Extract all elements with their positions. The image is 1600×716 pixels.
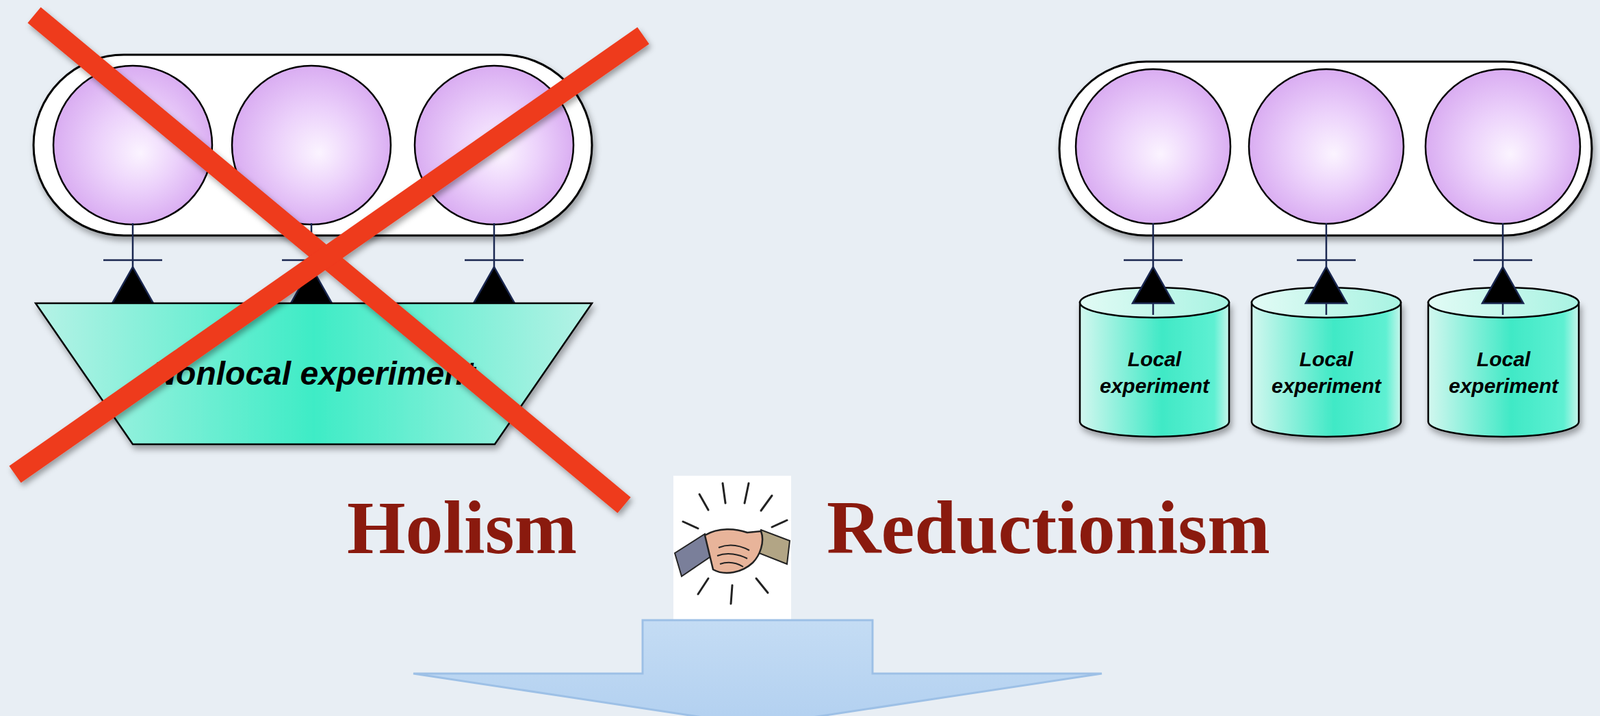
node-label: Local experiment [1079, 345, 1230, 399]
cylinder-top [1428, 287, 1579, 318]
particle-sphere [53, 65, 213, 225]
cylinder-top [1251, 287, 1401, 318]
particle-sphere [414, 65, 574, 225]
concept-label: Reductionism [826, 489, 1271, 566]
node-label: Nonlocal experiment [151, 352, 475, 395]
down-arrow [413, 620, 1102, 716]
cylinder-body [1251, 302, 1401, 437]
node-label: Local experiment [1427, 345, 1580, 399]
red-cross [15, 15, 644, 506]
local-experiment: Local experiment [1427, 287, 1580, 437]
nonlocal-experiment: Nonlocal experiment [35, 303, 592, 445]
node-label: Local experiment [1250, 345, 1402, 399]
concept-label: Holism [346, 489, 577, 566]
cylinder-top [1079, 287, 1230, 318]
trapezoid-shape [35, 303, 592, 445]
cylinder-body [1079, 302, 1230, 437]
particle-sphere [231, 65, 391, 225]
handshake-icon [673, 475, 792, 632]
local-experiment: Local experiment [1250, 287, 1402, 437]
local-experiment: Local experiment [1079, 287, 1230, 437]
cylinder-body [1428, 302, 1579, 437]
system-capsule [1059, 61, 1592, 236]
measurement-arrows [103, 223, 524, 315]
particle-sphere [1425, 69, 1581, 224]
system-capsule [33, 54, 592, 236]
particle-sphere [1248, 69, 1404, 224]
particle-sphere [1075, 69, 1231, 224]
